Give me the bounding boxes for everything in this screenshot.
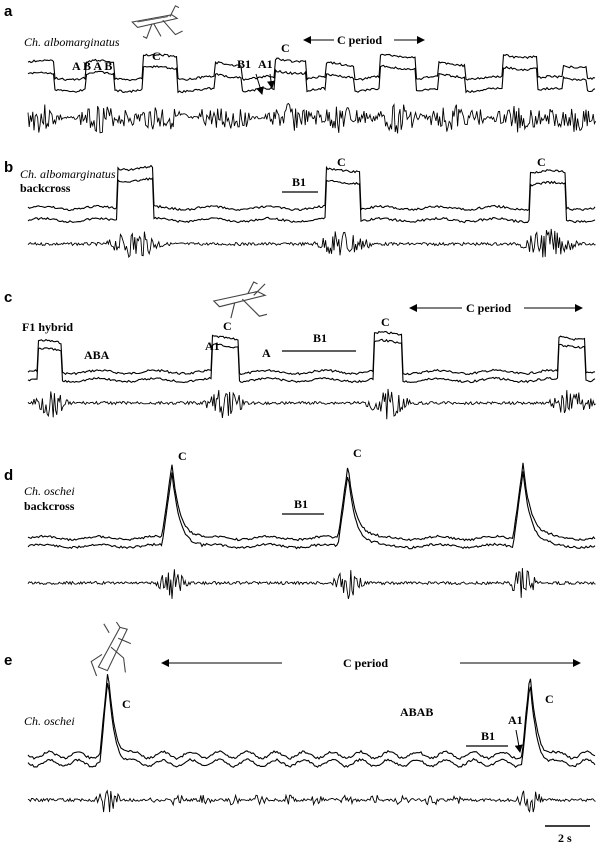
label-c: C <box>178 449 187 463</box>
subtitle-label: backcross <box>20 181 71 195</box>
trace-layer <box>27 330 596 420</box>
panel-letter: e <box>4 652 12 669</box>
species-label: Ch. oschei <box>24 484 75 498</box>
label-b1: B1 <box>237 57 251 71</box>
arrow-a1 <box>267 73 275 89</box>
grasshopper-icon <box>212 281 268 319</box>
label-c: C <box>545 692 554 706</box>
subtitle-label: backcross <box>24 499 75 513</box>
panel-letter: a <box>4 3 13 20</box>
species-label: Ch. albomarginatus <box>20 167 116 181</box>
panel-e: e Ch. oschei C C period ABAB B1 A1 C <box>4 621 596 813</box>
label-a1: A1 <box>508 713 523 727</box>
trace-layer <box>27 674 596 813</box>
trace-middle <box>27 338 596 384</box>
label-c: C <box>381 315 390 329</box>
species-label: Ch. albomarginatus <box>24 35 120 49</box>
label-a1: A1 <box>258 57 273 71</box>
label-c: C <box>223 319 232 333</box>
trace-bottom <box>27 228 596 259</box>
label-c: C <box>337 155 346 169</box>
label-c: C <box>353 446 362 460</box>
arrow-a1 <box>514 729 523 753</box>
subtitle-label: F1 hybrid <box>22 320 73 334</box>
label-abab: ABAB <box>400 705 433 719</box>
trace-layer <box>27 462 596 600</box>
scale-bar: 2 s <box>545 825 590 845</box>
trace-top <box>27 53 596 82</box>
label-c: C <box>281 41 290 55</box>
panel-d: d Ch. oschei backcross C B1 C <box>4 446 596 600</box>
panel-c: c F1 hybrid ABA A1 C A B1 C C period <box>4 281 596 420</box>
trace-middle <box>27 683 596 768</box>
label-b1: B1 <box>313 331 327 345</box>
trace-top <box>27 462 596 542</box>
label-a: A <box>262 346 271 360</box>
label-abab: A B A B <box>72 59 112 73</box>
scale-bar-label: 2 s <box>558 831 572 845</box>
label-a1: A1 <box>205 339 220 353</box>
trace-top <box>27 164 596 212</box>
label-b1: B1 <box>294 497 308 511</box>
trace-top <box>27 674 596 761</box>
trace-bottom <box>27 388 596 420</box>
label-c-period: C period <box>466 301 511 315</box>
trace-bottom <box>27 102 597 134</box>
trace-middle <box>27 176 596 224</box>
trace-layer <box>27 164 596 259</box>
trace-middle <box>27 471 596 550</box>
label-c: C <box>537 155 546 169</box>
species-label: Ch. oschei <box>24 714 75 728</box>
trace-bottom <box>27 567 596 600</box>
label-c: C <box>152 49 161 63</box>
label-c-period: C period <box>337 33 382 47</box>
trace-top <box>27 330 596 376</box>
label-c-period: C period <box>343 656 388 670</box>
grasshopper-icon <box>90 621 132 677</box>
trace-layer <box>27 53 597 134</box>
label-c: C <box>122 697 131 711</box>
label-aba: ABA <box>84 348 110 362</box>
grasshopper-icon <box>131 5 183 39</box>
arrow-b1 <box>255 73 264 95</box>
panel-a: a Ch. albomarginatus A B A B C B1 A1 C C… <box>4 3 597 134</box>
label-b1: B1 <box>481 729 495 743</box>
panel-letter: c <box>4 289 12 306</box>
label-b1: B1 <box>292 175 306 189</box>
trace-middle <box>27 64 596 94</box>
trace-bottom <box>27 789 596 813</box>
panel-letter: b <box>4 159 13 176</box>
panel-letter: d <box>4 467 13 484</box>
panel-b: b Ch. albomarginatus backcross B1 C C <box>4 155 596 259</box>
